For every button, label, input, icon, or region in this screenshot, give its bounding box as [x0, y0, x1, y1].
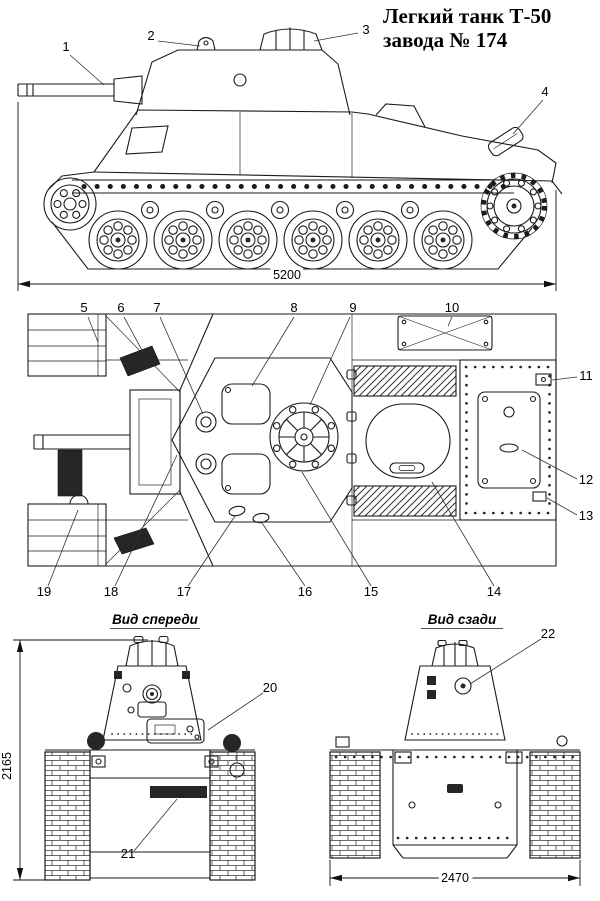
- rear-cupola: [431, 639, 479, 667]
- callout-19: 19: [37, 584, 51, 599]
- hull: [47, 103, 563, 195]
- engine-deck: [346, 365, 457, 517]
- front-right-track: [209, 751, 256, 881]
- callout-5: 5: [80, 300, 87, 315]
- callout-15: 15: [364, 584, 378, 599]
- front-turret: [102, 665, 202, 741]
- side-callout-leaders: [69, 32, 544, 135]
- engine-access-door: [477, 391, 541, 489]
- exhaust-muffler: [487, 126, 524, 157]
- callout-21: 21: [121, 846, 135, 861]
- rear-panel: [459, 359, 557, 521]
- callout-14: 14: [487, 584, 501, 599]
- drive-sprocket: [480, 172, 548, 240]
- callout-9: 9: [349, 300, 356, 315]
- rear-turret: [404, 665, 506, 741]
- front-view: Вид спереди 2165: [0, 612, 277, 881]
- callout-1: 1: [62, 39, 69, 54]
- callout-13: 13: [579, 508, 593, 523]
- height-value: 2165: [0, 752, 14, 780]
- length-value: 5200: [273, 268, 301, 282]
- rear-callout-leaders: [469, 638, 542, 685]
- front-view-label: Вид спереди: [112, 612, 199, 627]
- turret-plan: [171, 357, 353, 524]
- splash-guard: [150, 786, 207, 798]
- title-line1: Легкий танк Т-50: [383, 4, 552, 28]
- callout-20: 20: [263, 680, 277, 695]
- callout-7: 7: [153, 300, 160, 315]
- top-callout-leaders: [47, 316, 578, 587]
- left-tracks-plan: [27, 313, 107, 567]
- signal-dome: [196, 36, 216, 51]
- front-dimension-height: 2165: [0, 639, 148, 881]
- signal-horn: [223, 734, 241, 752]
- front-left-track: [44, 751, 91, 881]
- top-view-drawing: 5 6 7 8 9 10 11 12 13 14 15 16 17 18 19: [27, 300, 593, 599]
- tow-handle: [447, 784, 463, 793]
- callout-2: 2: [147, 28, 154, 43]
- turret: [135, 49, 351, 116]
- front-tank: [44, 635, 256, 881]
- rear-view-label: Вид сзади: [428, 612, 497, 627]
- callout-4: 4: [541, 84, 548, 99]
- door-hinge: [532, 491, 547, 502]
- rear-tank: [329, 639, 581, 859]
- rear-view: Вид сзади: [329, 612, 581, 889]
- idler-wheel: [43, 177, 97, 231]
- drawing-title: Легкий танк Т-50 завода № 174: [383, 4, 551, 52]
- side-view-drawing: 5200 1 2 3 4: [17, 22, 563, 291]
- callout-18: 18: [104, 584, 118, 599]
- callout-10: 10: [445, 300, 459, 315]
- front-rear-views-drawing: Вид спереди 2165: [0, 612, 581, 889]
- front-callout-leaders: [133, 692, 264, 852]
- gun-plan: [33, 389, 181, 497]
- towing-bracket: [535, 373, 552, 386]
- rear-hull: [330, 735, 580, 859]
- pistol-port: [454, 677, 472, 695]
- rear-dimension-width: 2470: [329, 860, 581, 889]
- dimension-length: 5200: [17, 102, 557, 291]
- hull-plan: [105, 313, 557, 567]
- front-cupola: [125, 635, 179, 667]
- callout-17: 17: [177, 584, 191, 599]
- callout-11: 11: [579, 368, 593, 383]
- callout-22: 22: [541, 626, 555, 641]
- gun-barrel: [17, 75, 143, 105]
- callout-12: 12: [579, 472, 593, 487]
- headlight: [87, 732, 105, 750]
- running-gear: [43, 172, 548, 270]
- callout-3: 3: [362, 22, 369, 37]
- rear-right-track: [529, 751, 581, 859]
- commander-cupola: [259, 27, 323, 51]
- driver-hatch: [146, 718, 205, 744]
- callout-16: 16: [298, 584, 312, 599]
- callout-6: 6: [117, 300, 124, 315]
- title-line2: завода № 174: [383, 28, 508, 53]
- stowage-box: [397, 315, 493, 351]
- width-value: 2470: [441, 871, 469, 885]
- turret-ring-fan: [269, 402, 339, 472]
- rear-left-track: [329, 751, 381, 859]
- callout-8: 8: [290, 300, 297, 315]
